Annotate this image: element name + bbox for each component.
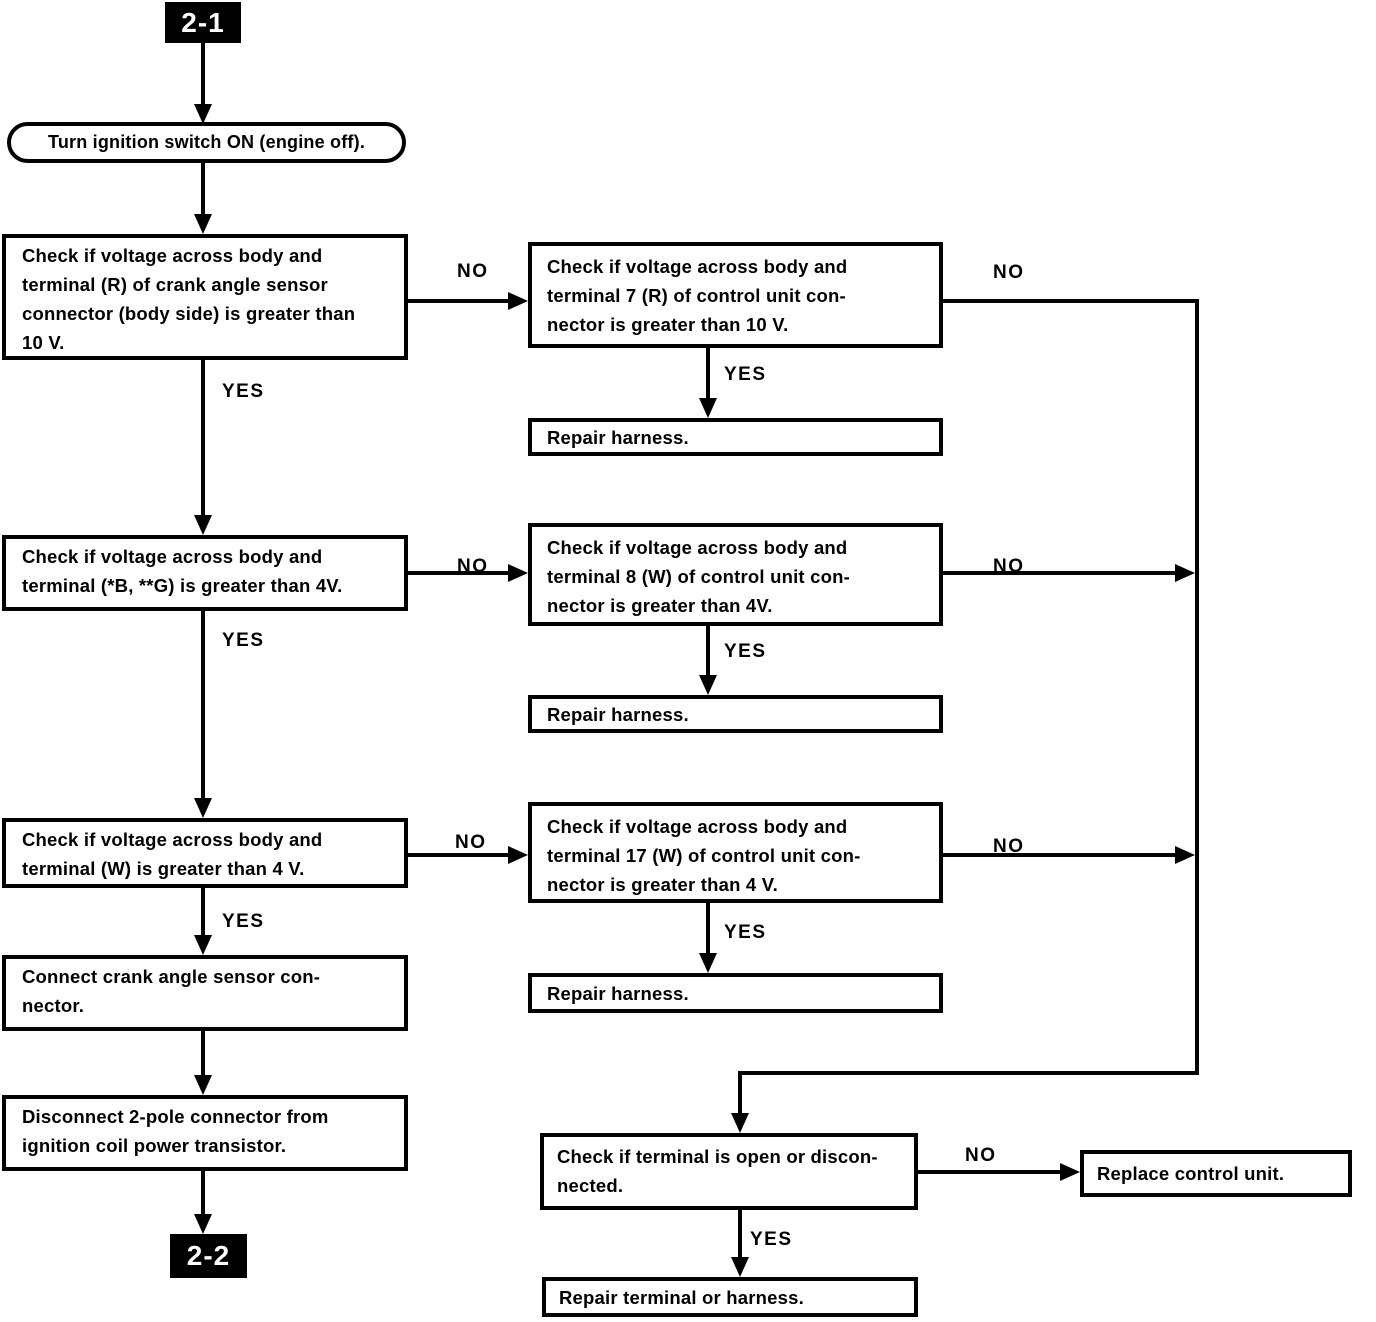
node-repair-harness-3: Repair harness. (528, 973, 943, 1013)
connector-no4 (918, 1170, 1060, 1174)
arrowhead-yes1-mid (699, 398, 717, 418)
connector-yes3-mid (706, 903, 710, 954)
flow-tag-start: 2-1 (165, 2, 241, 43)
edge-label-yes-2: YES (222, 630, 265, 651)
edge-label-no-3: NO (455, 832, 487, 853)
connector-yes4 (738, 1210, 742, 1258)
arrowhead-yes3-mid (699, 953, 717, 973)
arrowhead-yes2-left (194, 798, 212, 818)
connector-yes2-left (201, 611, 205, 799)
edge-label-yes-1: YES (222, 381, 265, 402)
node-turn-ignition-on: Turn ignition switch ON (engine off). (7, 122, 406, 163)
connector-start-down (201, 43, 205, 105)
arrowhead-yes2-mid (699, 675, 717, 695)
arrowhead-connect-down (194, 1075, 212, 1095)
arrowhead-yes3-left (194, 935, 212, 955)
edge-label-no-1r: NO (993, 262, 1025, 283)
connector-no2-right (943, 571, 1175, 575)
connector-yes1-left (201, 360, 205, 516)
node-check-cu-terminal8: Check if voltage across body and termina… (528, 523, 943, 626)
node-repair-terminal: Repair terminal or harness. (542, 1277, 918, 1317)
node-check-terminal: Check if terminal is open or discon- nec… (540, 1133, 918, 1210)
arrowhead-rail-drop (731, 1113, 749, 1133)
arrowhead-ignition-down (194, 214, 212, 234)
connector-no2-left (408, 571, 509, 575)
node-repair-harness-1: Repair harness. (528, 418, 943, 456)
arrowhead-yes1-left (194, 515, 212, 535)
arrowhead-no3-left (508, 846, 528, 864)
connector-no3-left (408, 853, 509, 857)
connector-yes1-mid (706, 348, 710, 399)
connector-connect-down (201, 1031, 205, 1076)
node-check-w-voltage: Check if voltage across body and termina… (2, 818, 408, 888)
connector-no1-right (943, 299, 1199, 303)
connector-yes3-left (201, 888, 205, 936)
node-connect-sensor: Connect crank angle sensor con- nector. (2, 955, 408, 1031)
edge-label-yes-2r: YES (724, 641, 767, 662)
arrowhead-start-down (194, 104, 212, 124)
node-check-cu-terminal17: Check if voltage across body and termina… (528, 802, 943, 903)
connector-yes2-mid (706, 626, 710, 676)
connector-disconnect-down (201, 1171, 205, 1215)
node-check-cu-terminal7: Check if voltage across body and termina… (528, 242, 943, 348)
connector-ignition-down (201, 163, 205, 215)
connector-rail-elbow (738, 1071, 1199, 1075)
edge-label-no-1: NO (457, 261, 489, 282)
arrowhead-yes4 (731, 1257, 749, 1277)
edge-label-yes-1r: YES (724, 364, 767, 385)
arrowhead-no4 (1060, 1163, 1080, 1181)
node-check-bg-voltage: Check if voltage across body and termina… (2, 535, 408, 611)
arrowhead-no2-right (1175, 564, 1195, 582)
arrowhead-no2-left (508, 564, 528, 582)
edge-label-yes-4: YES (750, 1229, 793, 1250)
arrowhead-no1-left (508, 292, 528, 310)
edge-label-yes-3: YES (222, 911, 265, 932)
flow-tag-end: 2-2 (170, 1234, 247, 1278)
edge-label-no-2r: NO (993, 556, 1025, 577)
node-disconnect-2pole: Disconnect 2-pole connector from ignitio… (2, 1095, 408, 1171)
edge-label-no-4: NO (965, 1145, 997, 1166)
node-replace-control-unit: Replace control unit. (1080, 1150, 1352, 1197)
edge-label-no-2: NO (457, 556, 489, 577)
connector-no1-left (408, 299, 509, 303)
arrowhead-disconnect-down (194, 1214, 212, 1234)
node-repair-harness-2: Repair harness. (528, 695, 943, 733)
node-check-crank-voltage: Check if voltage across body and termina… (2, 234, 408, 360)
edge-label-no-3r: NO (993, 836, 1025, 857)
connector-no3-right (943, 853, 1175, 857)
connector-right-rail (1195, 299, 1199, 1075)
edge-label-yes-3r: YES (724, 922, 767, 943)
arrowhead-no3-right (1175, 846, 1195, 864)
connector-rail-drop (738, 1071, 742, 1113)
